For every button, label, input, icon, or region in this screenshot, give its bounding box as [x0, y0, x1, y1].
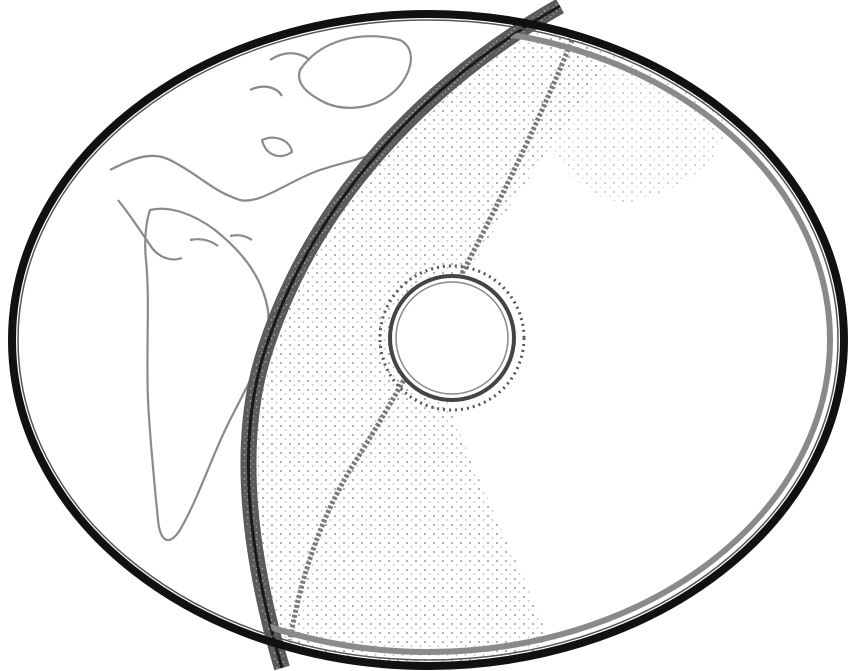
core	[380, 266, 524, 410]
inner-core	[396, 282, 508, 394]
caribbean-coastline	[190, 235, 252, 246]
greenland-coastline	[299, 36, 411, 108]
